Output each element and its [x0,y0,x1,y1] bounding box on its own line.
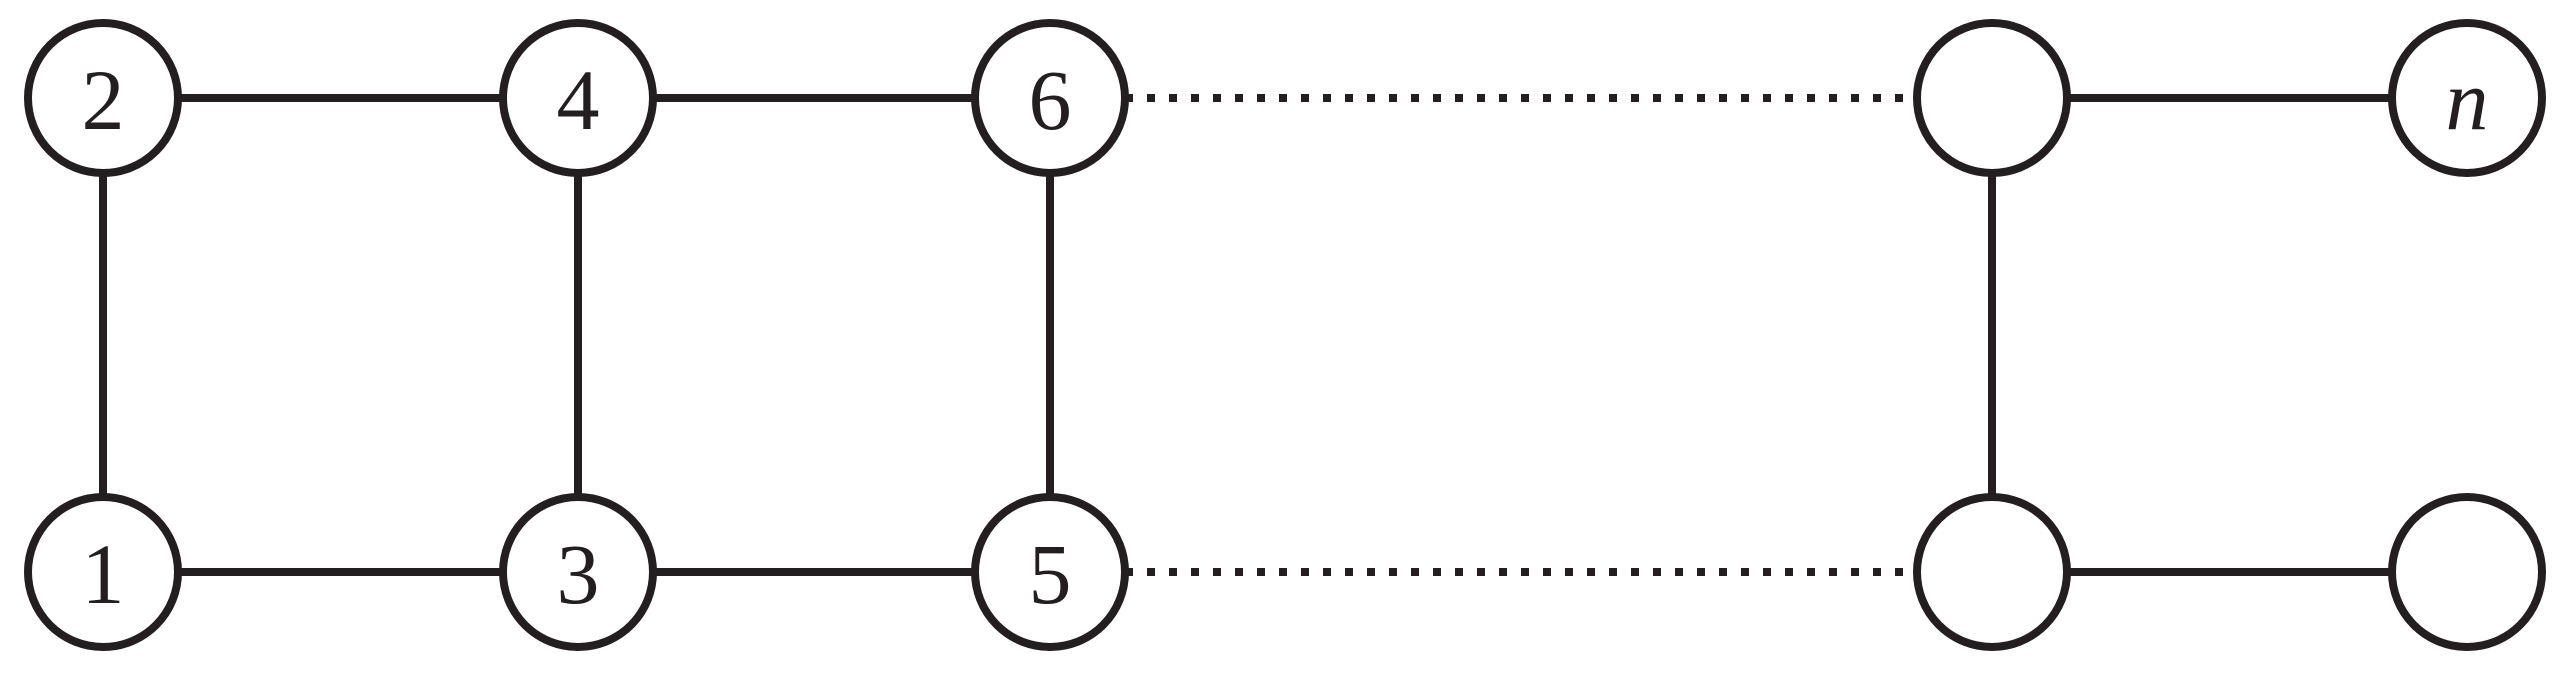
node-label-n6: 6 [1029,52,1072,148]
node-circle-nb4 [1913,493,2071,651]
graph-node-n6[interactable]: 6 [971,19,1129,177]
node-circle-n1 [24,493,182,651]
node-circle-nt4 [1913,19,2071,177]
node-circle-n3 [499,493,657,651]
graph-node-nb4[interactable] [1913,493,2071,651]
node-label-n2: 2 [82,52,125,148]
node-label-n5: 5 [1029,526,1072,622]
node-circle-n4 [499,19,657,177]
graph-node-nt5[interactable]: n [2388,19,2546,177]
graph-node-n4[interactable]: 4 [499,19,657,177]
node-circle-n2 [24,19,182,177]
node-layer: 1 2 3 4 5 6 n [24,19,2546,651]
graph-node-n1[interactable]: 1 [24,493,182,651]
node-label-n3: 3 [557,526,600,622]
graph-node-nb5[interactable] [2388,493,2546,651]
edge-layer [99,94,2392,576]
node-label-n4: 4 [557,52,600,148]
node-label-n1: 1 [82,526,125,622]
graph-node-n5[interactable]: 5 [971,493,1129,651]
node-label-nt5: n [2446,52,2489,148]
graph-node-nt4[interactable] [1913,19,2071,177]
node-circle-n6 [971,19,1129,177]
graph-node-n2[interactable]: 2 [24,19,182,177]
node-circle-n5 [971,493,1129,651]
graph-node-n3[interactable]: 3 [499,493,657,651]
node-circle-nt5 [2388,19,2546,177]
node-circle-nb5 [2388,493,2546,651]
